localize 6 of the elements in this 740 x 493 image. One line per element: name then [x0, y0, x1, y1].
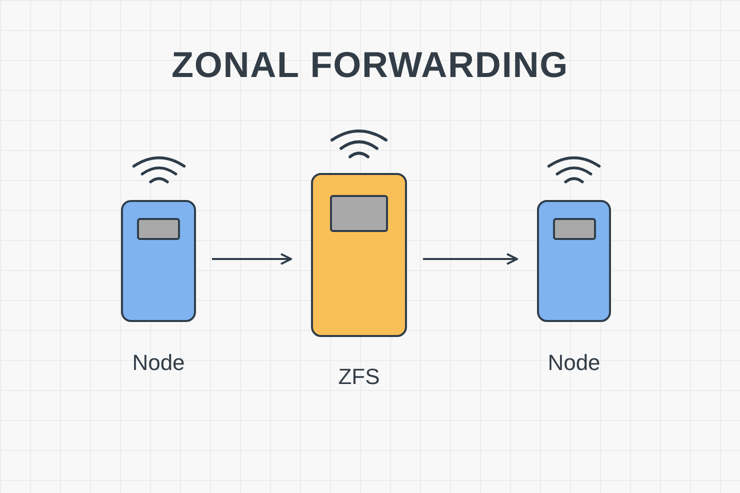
device-label: ZFS: [338, 363, 380, 391]
device-label: Node: [548, 349, 600, 377]
title: ZONAL FORWARDING: [171, 43, 569, 87]
arrow: [423, 253, 518, 265]
device-label: Node: [132, 349, 185, 377]
arrow: [212, 253, 292, 265]
